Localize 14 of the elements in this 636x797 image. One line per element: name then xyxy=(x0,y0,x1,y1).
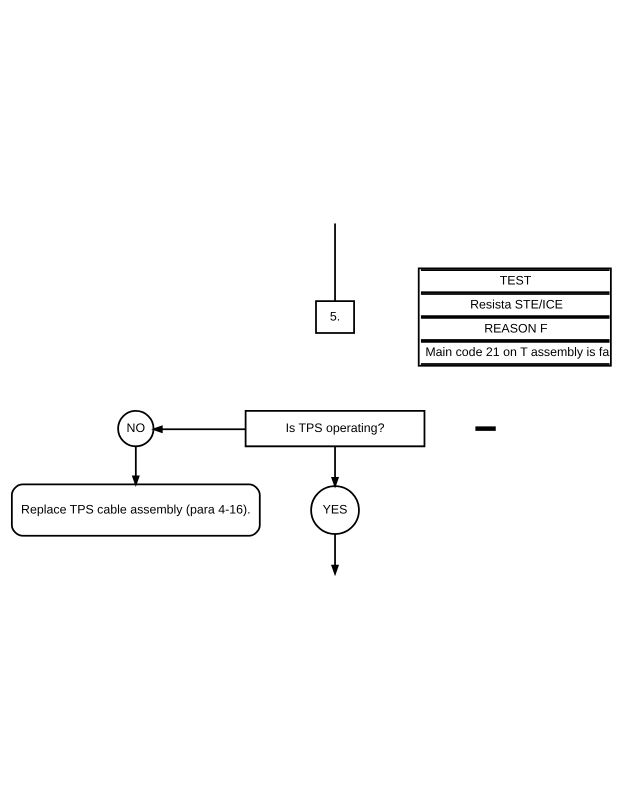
label: REASON F xyxy=(484,321,548,336)
node-box: Replace TPS cable assembly (para 4-16). xyxy=(10,484,261,537)
arrow xyxy=(331,446,340,489)
node-box: 5. xyxy=(315,300,355,334)
arrow xyxy=(331,534,340,576)
node-circle: NO xyxy=(117,410,154,448)
arrow xyxy=(132,446,140,487)
connector xyxy=(334,223,336,301)
label: Main code 21 on T assembly is fa xyxy=(425,345,610,360)
node-circle: YES xyxy=(310,485,360,535)
arrow xyxy=(151,425,246,434)
node-box: Is TPS operating? xyxy=(244,410,426,448)
label: TEST xyxy=(500,273,532,288)
label: Resista STE/ICE xyxy=(470,297,563,312)
